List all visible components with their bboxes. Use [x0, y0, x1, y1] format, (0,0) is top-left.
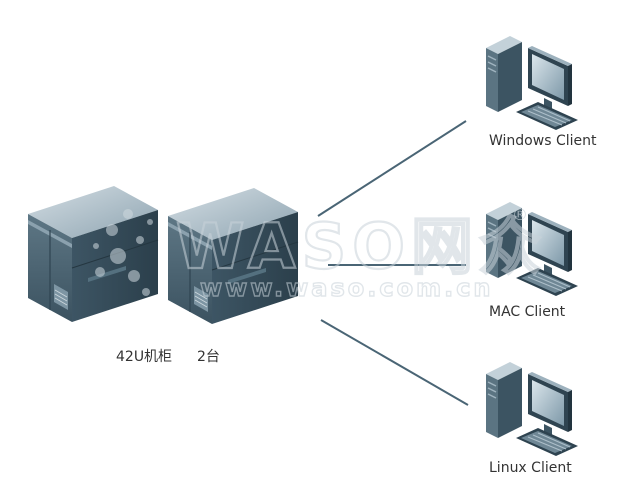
mac-client-label: MAC Client — [489, 304, 566, 320]
watermark-dots — [93, 209, 153, 296]
windows-client-icon — [485, 35, 579, 131]
linux-client-label: Linux Client — [489, 460, 572, 476]
watermark: WASO网众 www.waso.com.cn ® — [93, 205, 547, 303]
connection-line-windows — [317, 120, 467, 217]
watermark-registered-mark: ® — [512, 205, 528, 224]
linux-client-icon — [485, 361, 579, 457]
watermark-url: www.waso.com.cn — [200, 274, 494, 302]
rack-label: 42U机柜 — [116, 349, 173, 365]
server-rack-1 — [27, 185, 159, 323]
server-count-label: 2台 — [197, 349, 220, 365]
connection-line-linux — [320, 319, 469, 406]
windows-client-label: Windows Client — [489, 133, 597, 149]
watermark-brand: WASO网众 — [176, 210, 547, 283]
